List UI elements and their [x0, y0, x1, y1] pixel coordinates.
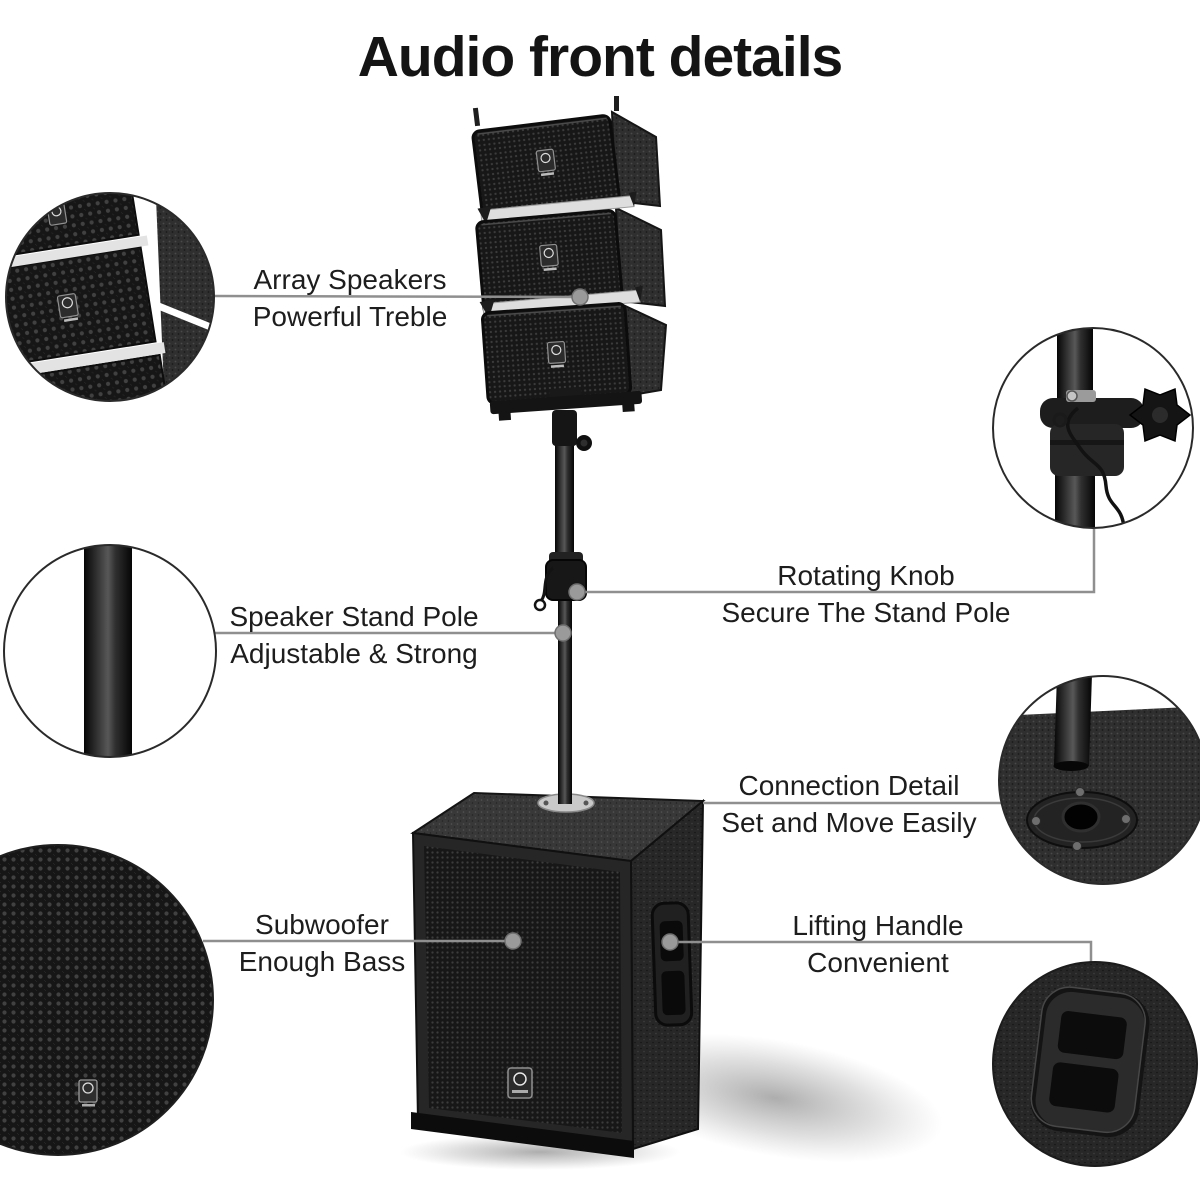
- connector-dot: [504, 932, 522, 950]
- label-rotating-knob-line1: Rotating Knob: [777, 560, 955, 591]
- label-lifting-handle: Lifting Handle Convenient: [792, 907, 963, 981]
- connector-line-lifting-handle: [670, 940, 1093, 963]
- array-bracket: [489, 386, 643, 421]
- stand-pole: [533, 410, 592, 804]
- connector-line-rotating-knob: [580, 529, 1096, 594]
- label-speaker-stand-pole-line2: Adjustable & Strong: [230, 638, 478, 669]
- label-array-speakers: Array Speakers Powerful Treble: [253, 261, 448, 335]
- pole-socket: [552, 410, 577, 446]
- brand-badge: [507, 1067, 533, 1099]
- subwoofer-grille-closeup: [0, 844, 214, 1156]
- label-connection-detail: Connection Detail Set and Move Easily: [721, 767, 976, 841]
- array-speakers: [471, 96, 668, 421]
- lifting-handle-closeup: [992, 961, 1198, 1167]
- array-rail: [477, 191, 637, 224]
- label-subwoofer-line2: Enough Bass: [238, 946, 406, 977]
- label-speaker-stand-pole: Speaker Stand Pole Adjustable & Strong: [229, 598, 478, 672]
- subwoofer-grille: [424, 846, 622, 1133]
- connector-dot: [554, 624, 572, 642]
- label-connection-detail-line2: Set and Move Easily: [721, 807, 977, 838]
- label-rotating-knob-line2: Secure The Stand Pole: [721, 597, 1011, 628]
- label-lifting-handle-line2: Convenient: [807, 947, 949, 978]
- array-module-1: [471, 114, 621, 219]
- pole-upper-tube: [555, 440, 574, 566]
- label-lifting-handle-line1: Lifting Handle: [792, 910, 964, 941]
- connector-dot: [568, 583, 586, 601]
- label-connection-detail-line1: Connection Detail: [738, 770, 960, 801]
- stand-pole-closeup: [3, 544, 217, 758]
- connector-dot: [661, 933, 679, 951]
- array-speakers-closeup: [5, 192, 215, 402]
- label-subwoofer: Subwoofer Enough Bass: [239, 906, 406, 980]
- array-top-pin: [614, 96, 619, 111]
- subwoofer: [410, 791, 706, 1158]
- subwoofer-side-handle: [650, 901, 694, 1027]
- pole-clamp: [533, 552, 587, 612]
- connector-dot: [571, 288, 589, 306]
- label-array-speakers-line2: Powerful Treble: [252, 301, 448, 332]
- rotating-knob-closeup: [992, 327, 1194, 529]
- pole-lower-tube: [558, 596, 572, 804]
- connection-socket-closeup: [998, 675, 1200, 885]
- connector-lines: [203, 294, 1096, 963]
- subwoofer-plinth: [411, 1112, 634, 1158]
- connector-line-array-speakers: [213, 294, 581, 299]
- page-title: Audio front details: [357, 25, 843, 89]
- label-speaker-stand-pole-line1: Speaker Stand Pole: [229, 601, 479, 632]
- label-rotating-knob: Rotating Knob Secure The Stand Pole: [721, 557, 1010, 631]
- label-array-speakers-line1: Array Speakers: [253, 264, 447, 295]
- label-subwoofer-line1: Subwoofer: [255, 909, 389, 940]
- connector-dots: [504, 288, 679, 951]
- array-top-pin: [472, 107, 481, 127]
